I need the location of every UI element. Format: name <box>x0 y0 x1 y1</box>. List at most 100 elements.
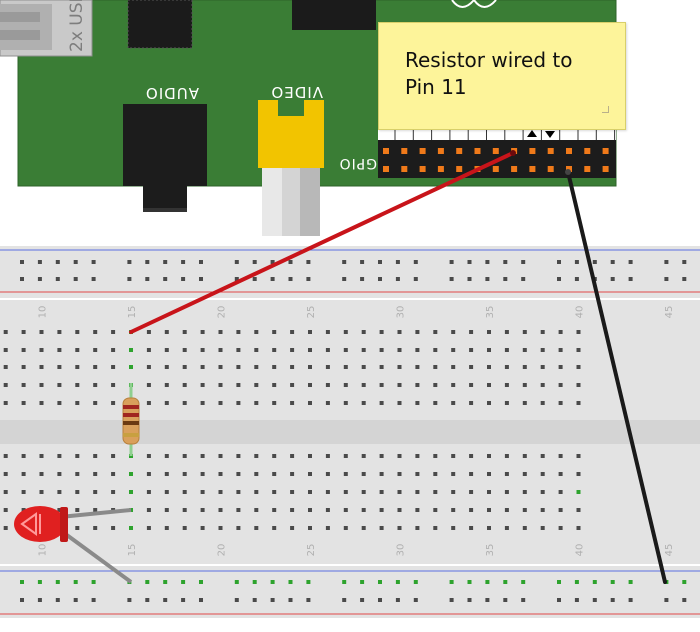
column-label: 15 <box>127 306 138 319</box>
hole <box>308 526 312 530</box>
hole <box>93 454 98 458</box>
hole <box>75 490 80 494</box>
hole <box>146 401 151 405</box>
hole <box>361 348 366 352</box>
hole <box>576 472 581 476</box>
hole <box>272 454 277 458</box>
hole <box>3 454 8 458</box>
hole <box>469 383 474 387</box>
hole <box>146 383 151 387</box>
rail-hole <box>467 580 472 584</box>
hole <box>75 365 80 369</box>
hole <box>21 348 26 352</box>
rail-hole <box>449 598 454 602</box>
hole <box>236 383 241 387</box>
hole <box>111 348 116 352</box>
column-label: 45 <box>664 306 675 319</box>
hole <box>111 401 116 405</box>
hole <box>218 365 223 369</box>
note-line-1: Resistor wired to <box>405 48 573 72</box>
hole <box>3 348 8 352</box>
hole <box>39 383 44 387</box>
column-label: 20 <box>217 544 228 557</box>
rail-hole <box>163 580 168 584</box>
hole <box>558 508 563 512</box>
hole <box>540 348 545 352</box>
gpio-pin <box>529 148 536 154</box>
gpio-pin <box>474 148 481 154</box>
hole <box>308 348 312 352</box>
hole <box>415 401 420 405</box>
column-label: 30 <box>396 306 407 319</box>
hole <box>361 526 366 530</box>
hole <box>111 472 116 476</box>
hole <box>39 365 44 369</box>
rail-hole <box>20 598 24 602</box>
gpio-pin <box>547 166 554 172</box>
hole <box>487 365 491 369</box>
hole <box>522 490 527 494</box>
hole <box>39 472 44 476</box>
rail-hole <box>37 260 42 264</box>
hole <box>433 490 438 494</box>
hole <box>111 330 116 334</box>
hole <box>325 508 330 512</box>
rail-hole <box>73 598 78 602</box>
hole <box>236 330 241 334</box>
rail-hole <box>395 598 400 602</box>
hole <box>540 365 545 369</box>
gpio-pin <box>529 166 536 172</box>
rail-hole <box>55 580 60 584</box>
column-label: 20 <box>217 306 228 319</box>
hole <box>290 508 295 512</box>
hole <box>469 508 474 512</box>
column-label: 15 <box>127 544 138 557</box>
rail-hole <box>145 580 150 584</box>
rail-hole <box>557 580 561 584</box>
hole <box>325 330 330 334</box>
rail-hole <box>55 260 60 264</box>
raspberry-logo <box>451 0 497 8</box>
hole <box>415 348 420 352</box>
rail-hole <box>610 580 615 584</box>
hole <box>308 365 312 369</box>
hole <box>558 454 563 458</box>
hole <box>218 330 223 334</box>
lan-chip <box>292 0 376 30</box>
hole <box>21 383 26 387</box>
rail-hole <box>342 260 347 264</box>
hole <box>361 383 366 387</box>
hole <box>218 508 223 512</box>
rail-hole <box>360 277 365 281</box>
hole <box>522 330 527 334</box>
hole <box>290 348 295 352</box>
red-wire <box>129 151 515 334</box>
hole <box>487 472 491 476</box>
hole <box>451 472 456 476</box>
rail-hole <box>199 580 203 584</box>
hole <box>164 490 169 494</box>
hole <box>308 401 312 405</box>
hole <box>451 490 456 494</box>
hole <box>325 490 330 494</box>
audio-jack: AUDIO <box>123 84 207 212</box>
hole <box>397 472 402 476</box>
hole <box>487 348 491 352</box>
gpio-arrow-up <box>527 130 537 137</box>
hole <box>379 330 384 334</box>
hole <box>182 472 187 476</box>
rail-hole <box>163 260 168 264</box>
rail-hole <box>485 277 490 281</box>
hole <box>164 472 169 476</box>
rail-hole <box>521 598 526 602</box>
hole <box>433 348 438 352</box>
rail-hole <box>378 580 382 584</box>
hole <box>3 365 8 369</box>
hole <box>254 508 259 512</box>
hole <box>129 526 133 530</box>
rail-hole <box>682 598 687 602</box>
rail-hole <box>395 260 400 264</box>
hole <box>469 365 474 369</box>
hole <box>397 383 402 387</box>
